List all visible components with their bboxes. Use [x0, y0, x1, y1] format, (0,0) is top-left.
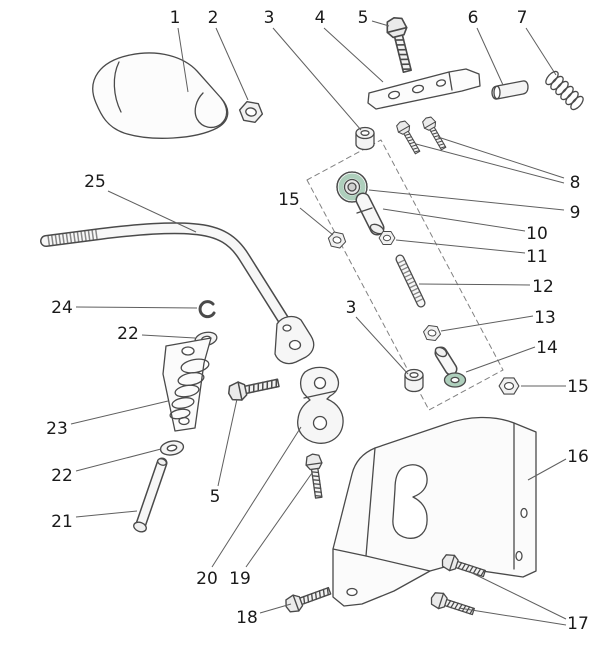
- part-10-swivel-body: [355, 192, 385, 236]
- callout-line-5: [217, 398, 238, 487]
- part-label-4: 4: [315, 8, 326, 28]
- callout-line-8: [415, 143, 565, 184]
- part-label-15: 15: [278, 190, 300, 210]
- part-1-shift-knob: [92, 52, 229, 139]
- callout-line-10: [382, 208, 526, 232]
- part-label-5: 5: [358, 8, 369, 28]
- callout-line-3: [272, 27, 362, 131]
- part-3-bushing-top: [355, 126, 375, 151]
- part-label-13: 13: [534, 308, 556, 328]
- part-label-16: 16: [567, 447, 589, 467]
- callout-line-25: [107, 190, 197, 233]
- part-14-ball-socket: [434, 346, 467, 388]
- callout-line-2: [215, 27, 249, 101]
- part-20-pivot-bracket: [297, 366, 344, 444]
- callout-line-17: [467, 570, 567, 620]
- callout-line-1: [177, 27, 189, 93]
- part-label-6: 6: [468, 8, 479, 28]
- callout-line-11: [395, 239, 526, 254]
- callout-line-19: [245, 472, 313, 568]
- part-label-12: 12: [532, 277, 554, 297]
- part-label-22: 22: [51, 466, 73, 486]
- part-19-bolt: [304, 452, 328, 500]
- part-label-18: 18: [236, 608, 258, 628]
- callout-line-4: [323, 27, 384, 83]
- part-label-20: 20: [196, 569, 218, 589]
- part-label-22: 22: [117, 324, 139, 344]
- callout-line-20: [211, 426, 302, 568]
- part-18-bolt: [282, 582, 334, 616]
- part-5-bolt-lower: [226, 373, 281, 404]
- callout-line-9: [368, 189, 565, 211]
- part-16-mount-bracket: [332, 416, 537, 607]
- callout-line-5: [371, 20, 390, 27]
- part-label-3: 3: [346, 298, 357, 318]
- callout-line-14: [465, 346, 536, 373]
- callout-line-7: [525, 27, 557, 76]
- part-label-25: 25: [84, 172, 106, 192]
- part-label-10: 10: [526, 224, 548, 244]
- part-25-shift-lever: [40, 222, 315, 365]
- part-2-nut: [237, 100, 265, 124]
- callout-line-22: [141, 334, 196, 339]
- callout-line-3: [355, 316, 409, 375]
- part-7-spring: [545, 70, 584, 111]
- part-8-bolts: [393, 114, 450, 157]
- callout-line-13: [440, 315, 534, 332]
- part-label-1: 1: [170, 8, 181, 28]
- part-5-bolt-top: [383, 14, 418, 75]
- assembly-dashed-outline: [306, 139, 504, 411]
- callout-line-6: [476, 27, 504, 86]
- part-label-9: 9: [570, 203, 581, 223]
- part-22-washer-lower: [158, 438, 186, 458]
- part-label-19: 19: [229, 569, 251, 589]
- part-12-threaded-stud: [395, 254, 426, 308]
- part-label-21: 21: [51, 512, 73, 532]
- callout-line-12: [418, 283, 531, 286]
- part-label-2: 2: [208, 8, 219, 28]
- callout-line-15: [299, 207, 334, 236]
- part-6-pin: [491, 80, 529, 100]
- callout-line-8: [437, 136, 565, 179]
- part-label-7: 7: [517, 8, 528, 28]
- callout-line-24: [75, 306, 198, 309]
- part-21-pivot-pin: [133, 457, 168, 533]
- callout-line-23: [70, 400, 169, 425]
- part-label-3: 3: [264, 8, 275, 28]
- part-15-nut-right: [498, 377, 520, 395]
- part-3-bushing-lower: [404, 368, 424, 393]
- part-label-15: 15: [567, 377, 589, 397]
- part-13-nut: [422, 324, 442, 342]
- part-15-nut-left: [326, 230, 348, 250]
- part-11-nut: [378, 231, 396, 245]
- callout-line-22: [75, 448, 162, 472]
- part-label-17: 17: [567, 614, 589, 634]
- callout-line-21: [75, 510, 138, 518]
- part-label-23: 23: [46, 419, 68, 439]
- part-23-spring-assembly: [162, 337, 212, 432]
- part-label-11: 11: [526, 247, 548, 267]
- callout-line-16: [527, 458, 567, 481]
- part-label-24: 24: [51, 298, 73, 318]
- part-label-5: 5: [210, 487, 221, 507]
- part-label-8: 8: [570, 173, 581, 193]
- callout-line-18: [259, 603, 292, 614]
- callout-line-17: [458, 607, 567, 626]
- part-label-14: 14: [536, 338, 558, 358]
- part-24-c-clip: [198, 300, 216, 319]
- part-4-bracket-plate: [367, 68, 481, 110]
